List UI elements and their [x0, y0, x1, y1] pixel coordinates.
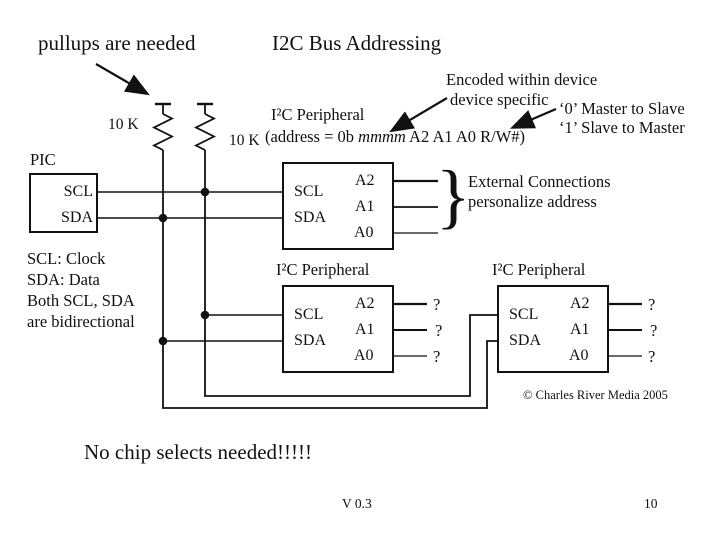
device-boxes	[29, 162, 609, 373]
external-label-line1: External Connections	[468, 172, 611, 191]
peripheral2-box	[282, 285, 394, 373]
pic-box	[29, 173, 98, 233]
encoded-label-line1: Encoded within device	[446, 70, 598, 89]
p3-pin-a1: A1	[570, 321, 590, 338]
peripheral1-title: I²C Peripheral	[271, 105, 365, 124]
signals-legend-line3: Both SCL, SDA	[27, 291, 135, 310]
p2-pin-sda: SDA	[294, 332, 327, 349]
p1-pin-a0: A0	[354, 224, 374, 241]
address-device-bits: mmmm	[358, 127, 406, 146]
rw-label-line2: ‘1’ Slave to Master	[559, 118, 685, 137]
peripheral3-box	[497, 285, 609, 373]
copyright-text: © Charles River Media 2005	[523, 388, 668, 402]
pullups-arrow	[95, 63, 150, 96]
p3-a2-unknown: ?	[648, 295, 656, 314]
junction-scl-top	[200, 187, 210, 197]
resistor-left	[151, 113, 175, 151]
junction-sda-top	[158, 213, 168, 223]
resistor-right	[193, 113, 217, 151]
external-label-line2: personalize address	[468, 192, 597, 211]
p1-pin-a2: A2	[355, 172, 375, 189]
address-suffix: A2 A1 A0 R/W#)	[405, 127, 526, 146]
device-specific-arrow	[389, 97, 448, 133]
peripheral3-title: I²C Peripheral	[492, 260, 586, 279]
peripheral2-title: I²C Peripheral	[276, 260, 370, 279]
p2-a2-unknown: ?	[433, 295, 441, 314]
no-chip-note: No chip selects needed!!!!!	[84, 440, 312, 464]
signals-legend-line4: are bidirectional	[27, 312, 135, 331]
p3-pin-scl: SCL	[509, 306, 539, 323]
address-prefix: (address = 0b	[265, 127, 359, 146]
junction-dots	[158, 187, 210, 346]
footer-version: V 0.3	[342, 496, 372, 511]
sda-rail	[162, 150, 498, 409]
pullups-note: pullups are needed	[38, 31, 196, 55]
p2-pin-a1: A1	[355, 321, 375, 338]
signals-legend-line1: SCL: Clock	[27, 249, 106, 268]
p3-pin-sda: SDA	[509, 332, 542, 349]
p3-a1-unknown: ?	[650, 321, 658, 340]
junction-sda-p2	[158, 336, 168, 346]
pic-title: PIC	[30, 150, 56, 169]
p2-pin-a0: A0	[354, 347, 374, 364]
peripheral1-address-format: (address = 0b mmmm A2 A1 A0 R/W#)	[265, 127, 525, 146]
footer-page-number: 10	[644, 496, 658, 511]
peripheral1-box	[282, 162, 394, 250]
rw-label-line1: ‘0’ Master to Slave	[559, 99, 685, 118]
p1-pin-sda: SDA	[294, 209, 327, 226]
pic-pin-scl: SCL	[63, 183, 93, 200]
external-brace: }	[436, 156, 471, 236]
p2-pin-a2: A2	[355, 295, 375, 312]
encoded-label-line2: device specific	[450, 90, 549, 109]
p2-pin-scl: SCL	[294, 306, 324, 323]
annotation-arrows	[95, 63, 557, 133]
p3-pin-a2: A2	[570, 295, 590, 312]
p2-a1-unknown: ?	[435, 321, 443, 340]
p2-a0-unknown: ?	[433, 347, 441, 366]
p1-pin-a1: A1	[355, 198, 375, 215]
p1-pin-scl: SCL	[294, 183, 324, 200]
junction-scl-p2	[200, 310, 210, 320]
signals-legend-line2: SDA: Data	[27, 270, 100, 289]
rw-bit-arrow	[509, 107, 557, 129]
pullup-left-value: 10 K	[108, 116, 139, 133]
pullup-right-value: 10 K	[229, 132, 260, 149]
p3-pin-a0: A0	[569, 347, 589, 364]
slide-title: I2C Bus Addressing	[272, 31, 442, 55]
p3-a0-unknown: ?	[648, 347, 656, 366]
pic-pin-sda: SDA	[60, 209, 93, 226]
